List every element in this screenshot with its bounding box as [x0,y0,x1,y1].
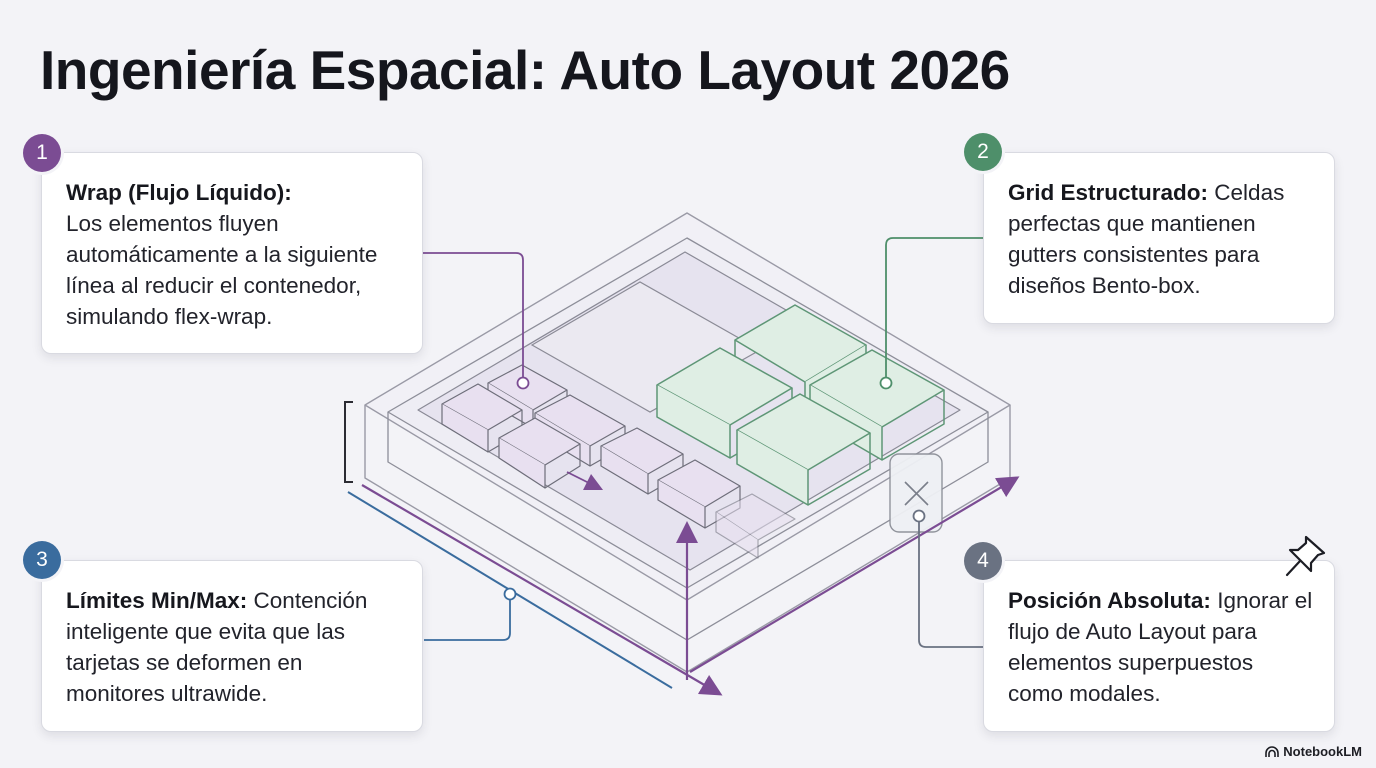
layout-axes [361,476,1020,696]
callout-2-lead: Grid Estructurado: [1008,180,1209,205]
notebooklm-logo-icon [1265,745,1280,757]
absolute-item [889,453,943,533]
anchor-dot-4 [912,509,926,523]
wrap-items [441,364,796,559]
callout-1-lead: Wrap (Flujo Líquido): [66,180,292,205]
callout-4-text: Ignorar el flujo de Auto Layout para ele… [1008,588,1313,706]
callout-4-lead: Posición Absoluta: [1008,588,1211,613]
anchor-dot-1 [516,376,530,390]
page-title: Ingeniería Espacial: Auto Layout 2026 [40,39,1010,101]
wrap-item [715,493,796,559]
wrap-item [441,383,523,453]
leader-line-3 [424,594,511,641]
callout-2-text: Celdas perfectas que mantienen gutters c… [1008,180,1285,298]
grid-boxes [656,304,945,506]
anchor-dot-2 [879,376,893,390]
callout-3-lead: Límites Min/Max: [66,588,248,613]
callout-badge-2: 2 [964,133,1002,171]
leader-line-4 [918,516,983,648]
callout-badge-1: 1 [23,134,61,172]
callout-badge-4: 4 [964,542,1002,580]
callout-card-2: Grid Estructurado: Celdas perfectas que … [983,152,1335,324]
axis-x [361,484,723,696]
grid-box [736,393,871,506]
leader-line-1 [422,252,524,383]
leader-line-2 [885,237,983,383]
pushpin-icon [1285,535,1326,577]
callout-badge-3: 3 [23,541,61,579]
axis-z [689,476,1020,673]
callout-3-text: Contención inteligente que evita que las… [66,588,368,706]
wrap-item [498,417,581,489]
wrap-item [657,459,741,529]
callout-1-text: Los elementos fluyen automáticamente a l… [66,211,378,329]
close-icon [904,481,929,506]
callout-card-4: Posición Absoluta: Ignorar el flujo de A… [983,560,1335,732]
brand-label: NotebookLM [1283,744,1362,759]
brand-watermark: NotebookLM [1265,744,1362,759]
callout-card-3: Límites Min/Max: Contención inteligente … [41,560,423,732]
wrap-flow-arrow [566,471,604,491]
anchor-dot-3 [503,587,517,601]
callout-card-1: Wrap (Flujo Líquido): Los elementos fluy… [41,152,423,354]
min-max-bracket [344,401,353,483]
